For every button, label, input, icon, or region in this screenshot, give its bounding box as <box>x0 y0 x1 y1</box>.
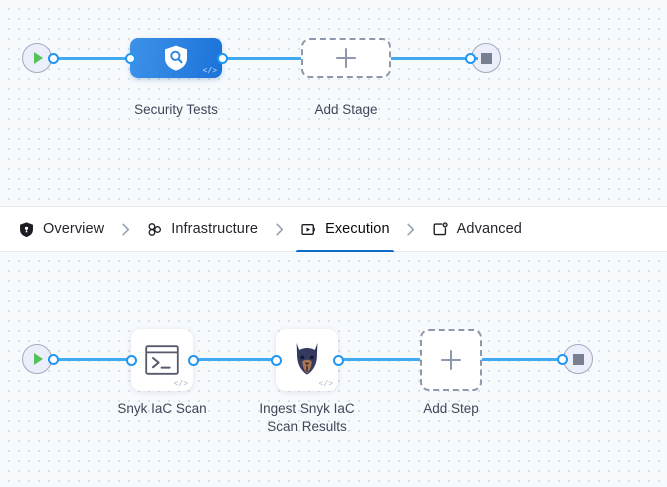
code-badge: </> <box>202 67 217 76</box>
stop-icon <box>480 52 492 64</box>
end-input-port[interactable] <box>557 353 568 365</box>
snyk-output-port[interactable] <box>187 354 199 366</box>
step-node-snyk-iac-scan[interactable]: </> <box>125 329 199 391</box>
start-circle <box>22 43 52 73</box>
wire-start-to-security <box>48 57 133 60</box>
code-badge: </> <box>318 380 333 389</box>
end-input-port[interactable] <box>465 52 476 64</box>
tab-advanced[interactable]: Advanced <box>428 207 526 252</box>
start-output-port[interactable] <box>48 52 59 64</box>
tab-overview[interactable]: Overview <box>14 207 108 252</box>
shield-icon <box>20 221 33 237</box>
wire-security-to-addstage <box>218 57 310 60</box>
snyk-dog-icon <box>296 343 318 375</box>
security-input-port[interactable] <box>124 52 136 64</box>
start-circle <box>22 344 52 374</box>
start-output-port[interactable] <box>48 353 59 365</box>
chevron-right-icon <box>122 223 129 235</box>
step-card[interactable]: </> <box>131 329 193 391</box>
stage-card[interactable]: </> <box>130 38 222 78</box>
tab-separator-2 <box>262 222 296 237</box>
play-icon <box>34 353 43 365</box>
ingest-output-port[interactable] <box>332 354 344 366</box>
shield-search-icon <box>165 45 187 71</box>
wire-snyk-to-ingest <box>190 358 282 361</box>
end-circle <box>563 344 593 374</box>
tab-separator-3 <box>394 222 428 237</box>
plus-icon <box>441 350 461 370</box>
step-label-add-step: Add Step <box>423 401 479 416</box>
stop-icon <box>572 353 584 365</box>
tab-infrastructure[interactable]: Infrastructure <box>142 207 262 252</box>
settings-box-icon <box>433 221 448 235</box>
stage-node-security-tests[interactable]: </> <box>124 38 228 78</box>
tab-separator-1 <box>108 222 142 237</box>
step-label-snyk-iac-scan: Snyk IaC Scan <box>117 401 207 416</box>
cluster-icon <box>148 222 162 236</box>
ingest-input-port[interactable] <box>270 354 282 366</box>
tab-execution-label: Execution <box>325 221 390 237</box>
tab-advanced-label: Advanced <box>456 221 522 237</box>
add-step-button[interactable] <box>420 329 482 391</box>
step-card[interactable]: </> <box>276 329 338 391</box>
security-output-port[interactable] <box>216 52 228 64</box>
wire-addstage-to-end <box>384 57 478 60</box>
play-box-icon <box>301 223 315 235</box>
stage-node-add-stage[interactable] <box>301 38 391 78</box>
step-node-add-step[interactable] <box>420 329 482 391</box>
execution-canvas[interactable]: </> Snyk IaC Scan </> <box>0 252 667 487</box>
stage-end-node[interactable] <box>465 43 501 73</box>
play-icon <box>34 52 43 64</box>
add-stage-button[interactable] <box>301 38 391 78</box>
step-node-ingest-snyk-results[interactable]: </> <box>270 329 344 391</box>
stage-label-security-tests: Security Tests <box>134 102 218 117</box>
snyk-input-port[interactable] <box>125 354 137 366</box>
chevron-right-icon <box>407 223 415 235</box>
stage-start-node[interactable] <box>22 43 59 73</box>
stage-canvas[interactable]: </> Security Tests Add Stage <box>0 0 667 206</box>
step-label-ingest-snyk-results: Ingest Snyk IaC Scan Results <box>259 401 355 434</box>
tab-overview-label: Overview <box>43 221 105 237</box>
wire-start-to-snyk <box>48 358 136 361</box>
tab-execution[interactable]: Execution <box>296 207 394 253</box>
terminal-icon <box>145 345 179 375</box>
step-start-node[interactable] <box>22 344 59 374</box>
chevron-right-icon <box>275 223 283 235</box>
stage-label-add-stage: Add Stage <box>314 102 378 117</box>
tab-infrastructure-label: Infrastructure <box>171 221 259 237</box>
code-badge: </> <box>173 380 188 389</box>
step-end-node[interactable] <box>557 344 593 374</box>
plus-icon <box>336 48 356 68</box>
pipeline-tabbar: Overview Infrastructure <box>0 206 667 253</box>
